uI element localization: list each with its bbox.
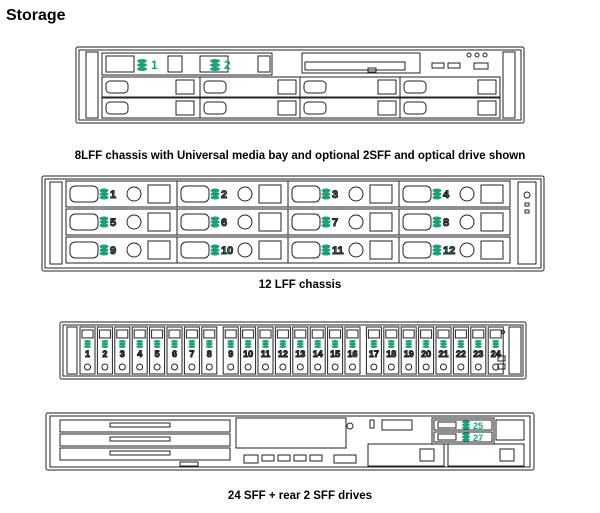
sff-bay: 14	[309, 326, 326, 375]
lff-bay-label: 12	[443, 245, 455, 257]
lff-bay: 10	[176, 236, 289, 264]
sff-bay: 24	[487, 326, 504, 375]
sff-bay: 22	[452, 326, 469, 375]
sff-bay-label: 9	[228, 349, 233, 359]
sff-bay: 23	[470, 326, 487, 375]
sff-bay: 5	[149, 326, 166, 375]
chassis-24sff-rear-diagram	[45, 412, 535, 471]
lff-bay-label: 1	[110, 189, 116, 201]
sff-bay-label: 13	[295, 349, 305, 359]
sff-bay: 15	[327, 326, 344, 375]
lff-bay: 5	[65, 208, 178, 236]
sff-bay-label: 4	[137, 349, 142, 359]
sff-bay: 17	[365, 326, 382, 375]
lff-bay: 4	[398, 180, 511, 208]
lff-bay: 3	[287, 180, 400, 208]
lff-bay-grid-8	[101, 76, 501, 119]
sff-bay: 4	[131, 326, 148, 375]
sff-bay-label: 23	[473, 349, 483, 359]
sff-bay-label: 19	[404, 349, 414, 359]
sff-bay-label: 22	[456, 349, 466, 359]
sff-bay: 18	[383, 326, 400, 375]
sff-bay-label: 15	[330, 349, 340, 359]
rear-bay-label-25: 25	[462, 420, 483, 431]
lff-bay: 12	[398, 236, 511, 264]
svg-text:1: 1	[151, 58, 158, 72]
lff-bay: 6	[176, 208, 289, 236]
lff-bay-label: 8	[443, 217, 449, 229]
sff-bay-label: 16	[347, 349, 357, 359]
sff-bay: 2	[96, 326, 113, 375]
sff-bay-label: 17	[369, 349, 379, 359]
sff-bay: 10	[240, 326, 257, 375]
lff-bay-label: 9	[110, 245, 116, 257]
caption-24sff: 24 SFF + rear 2 SFF drives	[227, 490, 373, 502]
lff-bay: 7	[287, 208, 400, 236]
sff-bay-label-2: 2	[210, 58, 231, 72]
sff-bay-label: 18	[386, 349, 396, 359]
caption-12lff: 12 LFF chassis	[258, 279, 342, 291]
sff-bay-label: 8	[207, 349, 212, 359]
lff-bay: 9	[65, 236, 178, 264]
svg-text:25: 25	[473, 421, 483, 431]
sff-bay-label: 6	[172, 349, 177, 359]
sff-bay-label: 1	[85, 349, 90, 359]
sff-bay: 20	[418, 326, 435, 375]
lff-bay-label: 7	[332, 217, 338, 229]
sff-bay: 1	[79, 326, 96, 375]
sff-bay-label: 20	[421, 349, 431, 359]
svg-text:2: 2	[224, 58, 231, 72]
sff-bay: 12	[274, 326, 291, 375]
sff-bay: 21	[435, 326, 452, 375]
sff-bay-label: 11	[261, 349, 271, 359]
sff-bay: 7	[183, 326, 200, 375]
sff-bay: 6	[166, 326, 183, 375]
sff-bay: 11	[257, 326, 274, 375]
sff-bay-label: 7	[189, 349, 194, 359]
sff-bay: 8	[201, 326, 218, 375]
sff-bay: 3	[114, 326, 131, 375]
sff-bay-label: 2	[102, 349, 107, 359]
sff-bay: 16	[344, 326, 361, 375]
lff-bay-label: 5	[110, 217, 116, 229]
sff-bay-label: 10	[243, 349, 253, 359]
lff-bay-label: 6	[221, 217, 227, 229]
rear-bay-label-27: 27	[462, 432, 483, 443]
lff-bay-label: 2	[221, 189, 227, 201]
page-title: Storage	[6, 7, 66, 24]
lff-bay: 2	[176, 180, 289, 208]
lff-bay-label: 11	[332, 245, 344, 257]
sff-bay-label: 5	[155, 349, 160, 359]
sff-bay-label: 14	[313, 349, 323, 359]
caption-8lff: 8LFF chassis with Universal media bay an…	[74, 150, 526, 162]
lff-bay: 1	[65, 180, 178, 208]
lff-bay-label: 10	[221, 245, 233, 257]
sff-bay: 9	[222, 326, 239, 375]
svg-text:27: 27	[473, 433, 483, 443]
lff-bay: 11	[287, 236, 400, 264]
lff-bay-label: 3	[332, 189, 338, 201]
sff-bay-label: 24	[491, 349, 501, 359]
chassis-8lff-diagram	[75, 46, 525, 124]
sff-bay-label-1: 1	[137, 58, 158, 72]
sff-bay-label: 12	[278, 349, 288, 359]
sff-bay-label: 3	[120, 349, 125, 359]
lff-bay-label: 4	[443, 189, 450, 201]
sff-bay: 19	[400, 326, 417, 375]
sff-bay-label: 21	[438, 349, 448, 359]
lff-bay: 8	[398, 208, 511, 236]
sff-bay: 13	[292, 326, 309, 375]
